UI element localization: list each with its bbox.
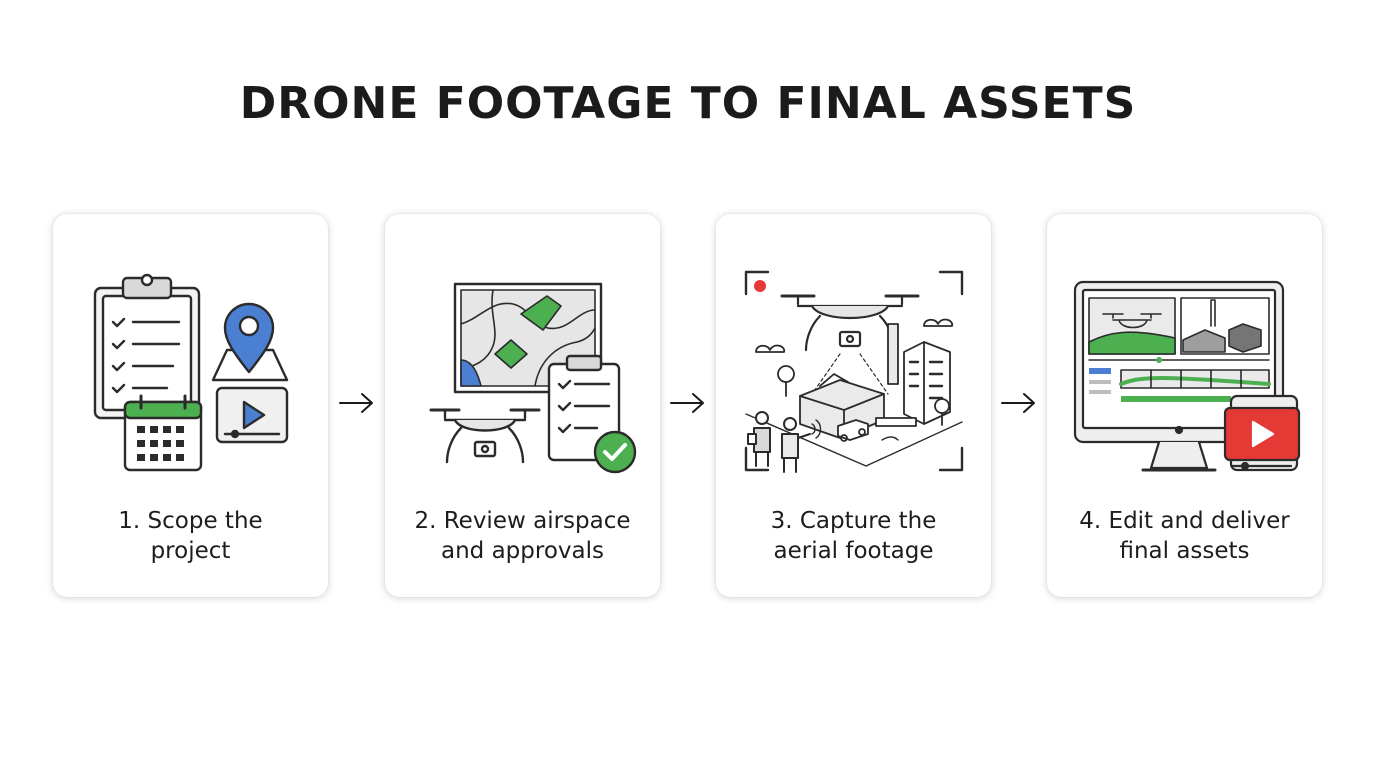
airspace-review-illustration (429, 282, 637, 474)
editing-timeline-icon (1088, 297, 1271, 402)
step-2-title-line-2: and approvals (441, 538, 604, 564)
step-1-title-line-2: project (150, 538, 231, 564)
arrow-right-icon (339, 393, 373, 413)
step-card-2: 2. Review airspace and approvals (385, 214, 660, 597)
step-1-title-line-1: 1. Scope the (118, 508, 263, 534)
arrow-right-icon (1001, 393, 1035, 413)
step-2-caption: 2. Review airspace and approvals (395, 506, 650, 566)
step-card-4: 4. Edit and deliver final assets (1047, 214, 1322, 597)
drone-icon (429, 408, 541, 464)
play-button-icon (1223, 394, 1301, 472)
viewfinder-icon (744, 270, 964, 472)
step-3-title-line-2: aerial footage (773, 538, 934, 564)
pilot-icon (747, 411, 822, 473)
calendar-icon (123, 394, 203, 472)
step-3-caption: 3. Capture the aerial footage (726, 506, 981, 566)
step-4-caption: 4. Edit and deliver final assets (1057, 506, 1312, 566)
page-title: DRONE FOOTAGE TO FINAL ASSETS (239, 78, 1137, 129)
step-4-title-line-2: final assets (1119, 538, 1250, 564)
scope-project-illustration (93, 273, 289, 472)
check-circle-icon (593, 430, 637, 474)
step-1-caption: 1. Scope the project (63, 506, 318, 566)
map-icon (453, 282, 603, 394)
step-card-1: 1. Scope the project (53, 214, 328, 597)
edit-deliver-illustration (1073, 280, 1301, 472)
step-3-title-line-1: 3. Capture the (770, 508, 937, 534)
step-card-3: 3. Capture the aerial footage (716, 214, 991, 597)
map-pin-icon (211, 302, 289, 382)
video-player-icon (215, 386, 289, 444)
buildings-icon (745, 318, 963, 467)
step-4-title-line-1: 4. Edit and deliver (1079, 508, 1290, 534)
drone-icon (780, 294, 920, 395)
arrow-right-icon (670, 393, 704, 413)
step-2-title-line-1: 2. Review airspace (414, 508, 631, 534)
clipboard-icon (93, 273, 201, 420)
aerial-capture-illustration (744, 270, 964, 473)
